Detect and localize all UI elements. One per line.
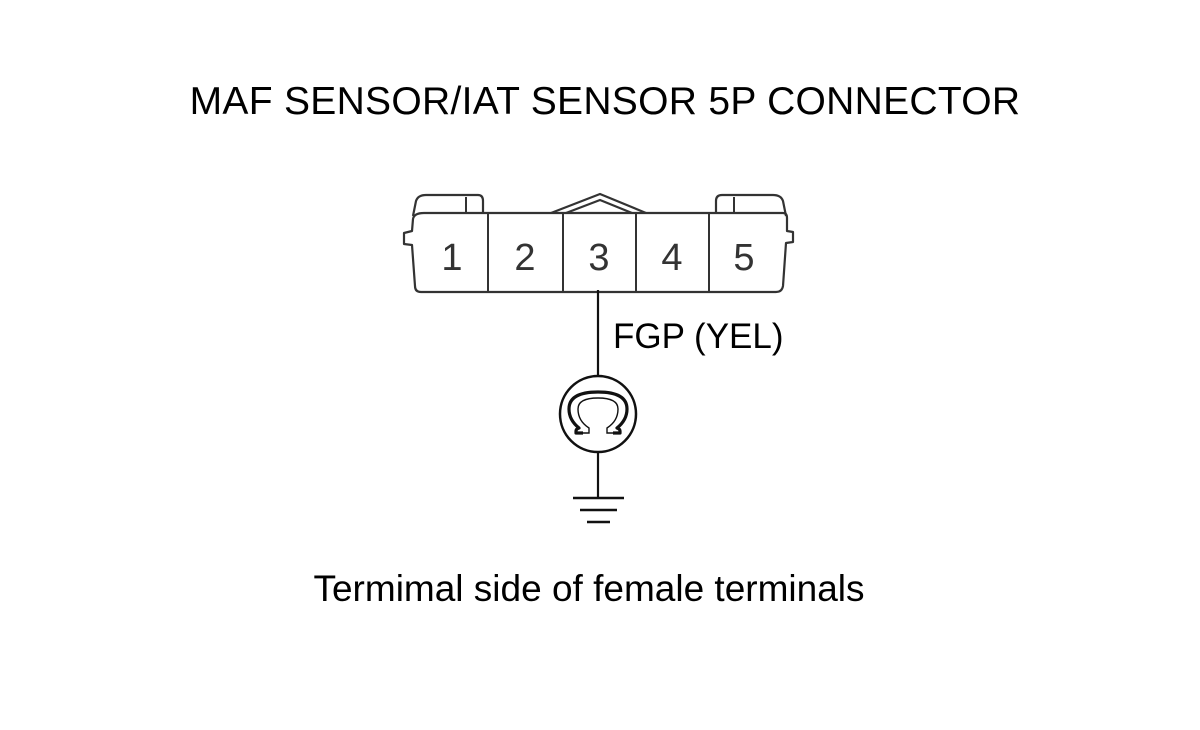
pin-4-label: 4: [661, 237, 682, 279]
ground-icon: [573, 496, 624, 524]
pin-2-label: 2: [514, 237, 535, 279]
pin-3-label: 3: [588, 237, 609, 279]
connector-housing: [402, 192, 795, 294]
diagram-title: MAF SENSOR/IAT SENSOR 5P CONNECTOR: [190, 80, 1021, 123]
pin-5-label: 5: [733, 237, 754, 279]
wire-label: FGP (YEL): [613, 317, 784, 356]
ohmmeter-icon: [558, 374, 638, 454]
pin-1-label: 1: [441, 237, 462, 279]
diagram-caption: Termimal side of female terminals: [313, 568, 864, 609]
